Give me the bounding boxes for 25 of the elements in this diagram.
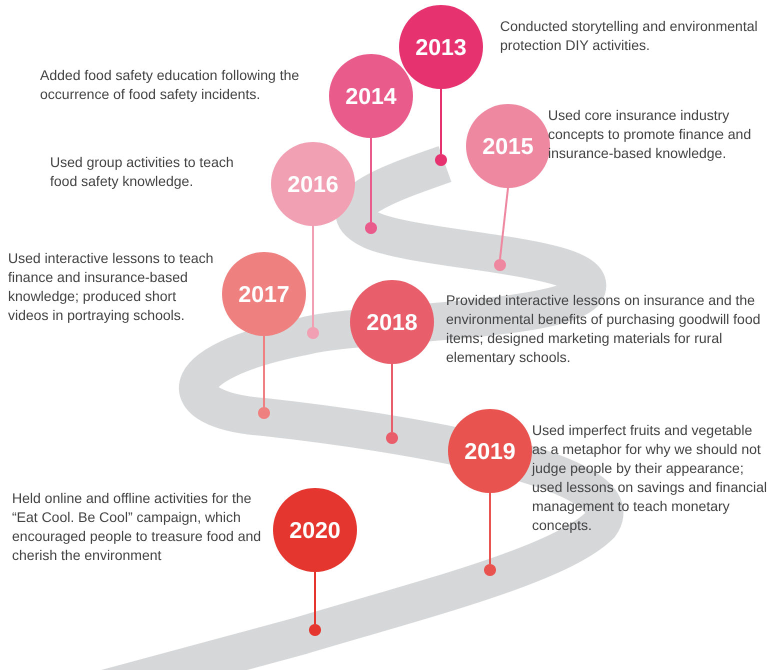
milestone-description: Conducted storytelling and environmental protection DIY activities. [500,17,759,55]
year-label: 2019 [464,438,516,464]
year-label: 2020 [289,516,341,544]
pin-line [499,188,509,260]
milestone-description: Used interactive lessons to teach finance and insurance-based knowledge; produced short videos in portraying schools. [8,249,214,325]
milestone-description: Held online and offline activities for the “Eat Cool. Be Cool” campaign, which encouraged people to treasure food and cherish the environment [12,489,262,565]
year-label: 2016 [287,170,339,198]
pin-line [489,493,491,564]
milestone-description: Used group activities to teach food safety knowledge. [50,153,235,191]
year-label: 2015 [482,132,534,160]
pin-line [314,572,316,624]
year-label: 2013 [415,34,467,60]
year-label: 2017 [238,280,290,308]
pin-line [391,364,393,432]
pin-line [263,336,265,407]
milestone-description: Added food safety education following the occurrence of food safety incidents. [40,66,300,104]
year-label: 2018 [366,308,418,336]
year-label: 2014 [345,82,397,110]
pin-line [370,138,372,222]
pin-line [312,226,314,327]
pin-dot [435,154,447,166]
milestone-description: Used core insurance industry concepts to promote finance and insurance-based knowledge. [548,106,752,163]
milestone-description: Provided interactive lessons on insurance and the environmental benefits of purchasing goodwill food items; designed marketing materials for rural elementary schools. [446,291,762,367]
milestone-description: Used imperfect fruits and vegetable as a metaphor for why we should not judge people by their appearance; used lessons on savings and financial management to teach monetary concepts. [532,421,768,535]
pin-line [440,89,442,154]
